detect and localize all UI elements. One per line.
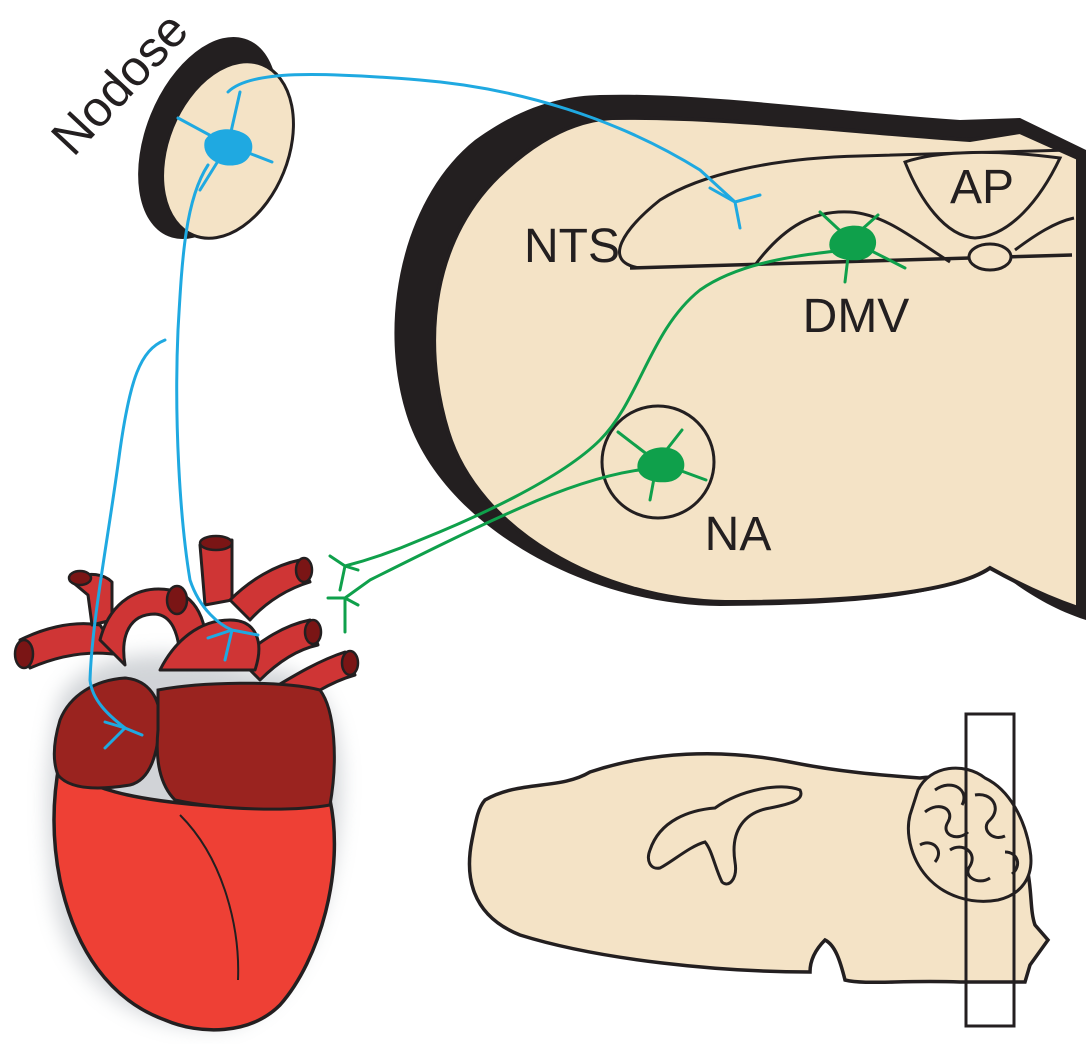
sagittal-brain — [467, 712, 1051, 1028]
lateral-ventricle — [646, 785, 803, 886]
sensory-peripheral-axon-2 — [88, 338, 167, 730]
sensory-pathway — [88, 72, 762, 750]
brain-icon — [467, 751, 1051, 985]
dmv-region — [753, 210, 951, 266]
nts-label: NTS — [524, 220, 620, 273]
na-efferent-axon — [343, 466, 657, 600]
pulmonary-trunk — [158, 618, 261, 672]
heart-icon — [13, 534, 360, 1032]
right-dorsal-contour — [1014, 216, 1075, 252]
synapse-terminal-icon — [708, 186, 762, 230]
cerebellum — [906, 766, 1033, 903]
synapse-terminal-icon — [103, 720, 144, 750]
neuron-icon — [176, 90, 274, 192]
synapse-terminal-icon — [206, 628, 260, 662]
nts-region — [618, 148, 1071, 270]
dmv-label: DMV — [803, 290, 910, 343]
dmv-efferent-axon — [343, 248, 847, 568]
section-plane-marker — [964, 712, 1016, 1028]
left-atrium — [52, 676, 162, 790]
right-atrium — [155, 681, 336, 811]
cerebellum-folia — [919, 783, 1020, 883]
ap-label: AP — [950, 161, 1014, 214]
na-neuron-soma — [637, 447, 685, 483]
interventricular-groove — [179, 814, 240, 981]
neuron-icon — [616, 428, 708, 502]
vessel-lumens — [13, 534, 360, 677]
central-canal — [967, 242, 1013, 272]
sensory-neuron-soma — [204, 129, 253, 166]
dmv-neuron-soma — [829, 225, 877, 261]
synapse-terminal-icon — [326, 596, 360, 634]
sensory-central-axon — [226, 72, 737, 204]
na-region — [600, 404, 716, 520]
motor-neuron-somas — [637, 225, 877, 483]
sensory-peripheral-axon-1 — [175, 163, 234, 632]
na-label: NA — [705, 508, 772, 561]
neuron-icon — [204, 129, 253, 166]
synapse-terminal-icon — [328, 554, 360, 592]
ap-region — [903, 150, 1063, 240]
